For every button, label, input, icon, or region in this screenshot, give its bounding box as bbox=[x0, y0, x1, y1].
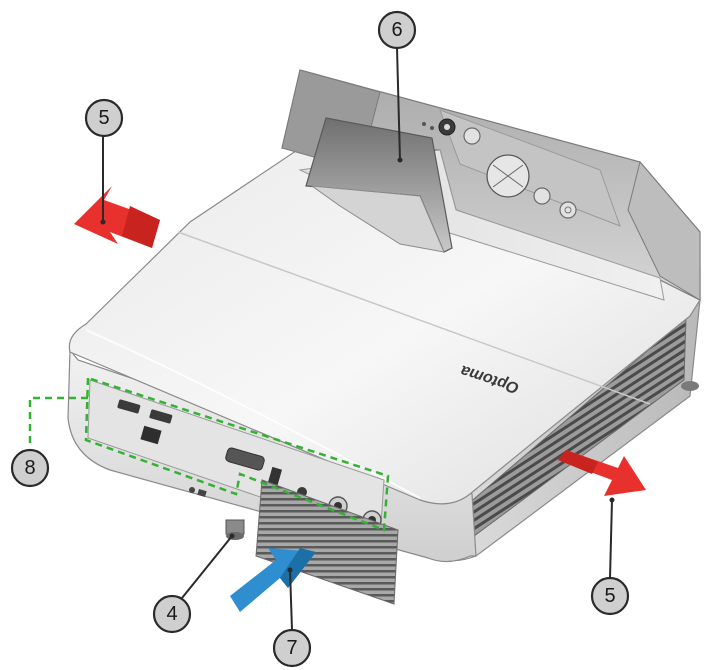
source-button[interactable] bbox=[463, 127, 481, 145]
svg-text:7: 7 bbox=[286, 637, 297, 659]
exhaust-arrow-right bbox=[558, 450, 646, 496]
callout-leaders bbox=[102, 47, 613, 631]
hdmi-port[interactable] bbox=[117, 399, 141, 414]
status-led-icon bbox=[430, 126, 434, 130]
callout-5-left: 5 bbox=[84, 98, 124, 138]
control-keypad bbox=[422, 109, 621, 227]
projector-body: Optoma bbox=[67, 69, 701, 605]
exhaust-arrow-left bbox=[74, 186, 160, 248]
callout-6: 6 bbox=[377, 10, 417, 50]
svg-text:5: 5 bbox=[604, 585, 615, 607]
svg-text:8: 8 bbox=[24, 457, 35, 479]
hdmi-port[interactable] bbox=[149, 409, 173, 424]
svg-text:6: 6 bbox=[391, 19, 402, 41]
status-led-icon bbox=[422, 122, 426, 126]
usb-port[interactable] bbox=[267, 466, 283, 486]
svg-text:5: 5 bbox=[98, 107, 109, 129]
lan-port[interactable] bbox=[140, 425, 162, 445]
callout-5-right: 5 bbox=[590, 576, 630, 616]
callout-7: 7 bbox=[272, 628, 312, 668]
vga-port[interactable] bbox=[225, 447, 265, 471]
back-button[interactable] bbox=[559, 201, 577, 219]
port-area-outline bbox=[28, 376, 390, 532]
intake-arrow bbox=[230, 548, 316, 612]
kensington-lock-icon bbox=[197, 489, 207, 497]
svg-text:4: 4 bbox=[166, 603, 177, 625]
callout-4: 4 bbox=[152, 594, 192, 634]
menu-button[interactable] bbox=[533, 187, 551, 205]
callout-8: 8 bbox=[10, 448, 50, 488]
intake-vent-grille bbox=[255, 479, 399, 605]
adjustable-foot bbox=[225, 519, 245, 540]
